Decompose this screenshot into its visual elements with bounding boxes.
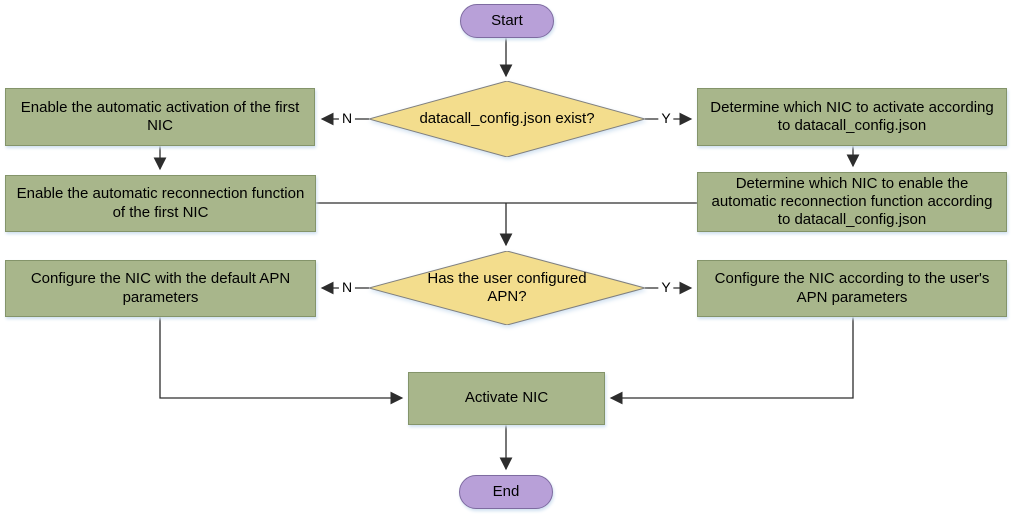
branch-label-decision1-no: N xyxy=(338,110,356,126)
connector-user-apn-to-activate xyxy=(609,317,854,405)
branch-label-decision2-yes: Y xyxy=(658,279,674,295)
node-decision-config-exist: datacall_config.json exist? xyxy=(369,81,645,157)
node-label: Start xyxy=(491,11,523,29)
node-determine-nic-activate: Determine which NIC to activate accordin… xyxy=(697,88,1007,146)
connector-default-apn-to-activate xyxy=(159,317,404,405)
node-label: Enable the automatic reconnection functi… xyxy=(16,185,305,221)
node-activate-nic: Activate NIC xyxy=(408,372,605,425)
node-start: Start xyxy=(460,4,554,38)
branch-label-decision1-yes: Y xyxy=(658,110,674,126)
node-label: Has the user configured APN? xyxy=(427,270,587,305)
node-label: Determine which NIC to activate accordin… xyxy=(710,98,994,134)
node-label: Configure the NIC with the default APN p… xyxy=(30,270,291,306)
node-determine-nic-reconnection: Determine which NIC to enable the automa… xyxy=(697,172,1007,232)
diamond-shape xyxy=(369,251,645,325)
node-label: End xyxy=(492,482,520,500)
node-configure-user-apn: Configure the NIC according to the user'… xyxy=(697,260,1007,317)
branch-label-decision2-no: N xyxy=(338,279,356,295)
node-label: Enable the automatic activation of the f… xyxy=(20,98,300,134)
node-configure-default-apn: Configure the NIC with the default APN p… xyxy=(5,260,316,317)
node-end: End xyxy=(459,475,553,509)
node-label: Determine which NIC to enable the automa… xyxy=(711,174,993,229)
node-label: Configure the NIC according to the user'… xyxy=(714,270,990,306)
node-label: datacall_config.json exist? xyxy=(419,110,595,127)
node-enable-auto-reconnection: Enable the automatic reconnection functi… xyxy=(5,175,316,232)
node-enable-auto-activation: Enable the automatic activation of the f… xyxy=(5,88,315,146)
diamond-shape xyxy=(369,81,645,157)
node-label: Activate NIC xyxy=(464,389,549,407)
node-decision-apn-configured: Has the user configured APN? xyxy=(369,251,645,325)
